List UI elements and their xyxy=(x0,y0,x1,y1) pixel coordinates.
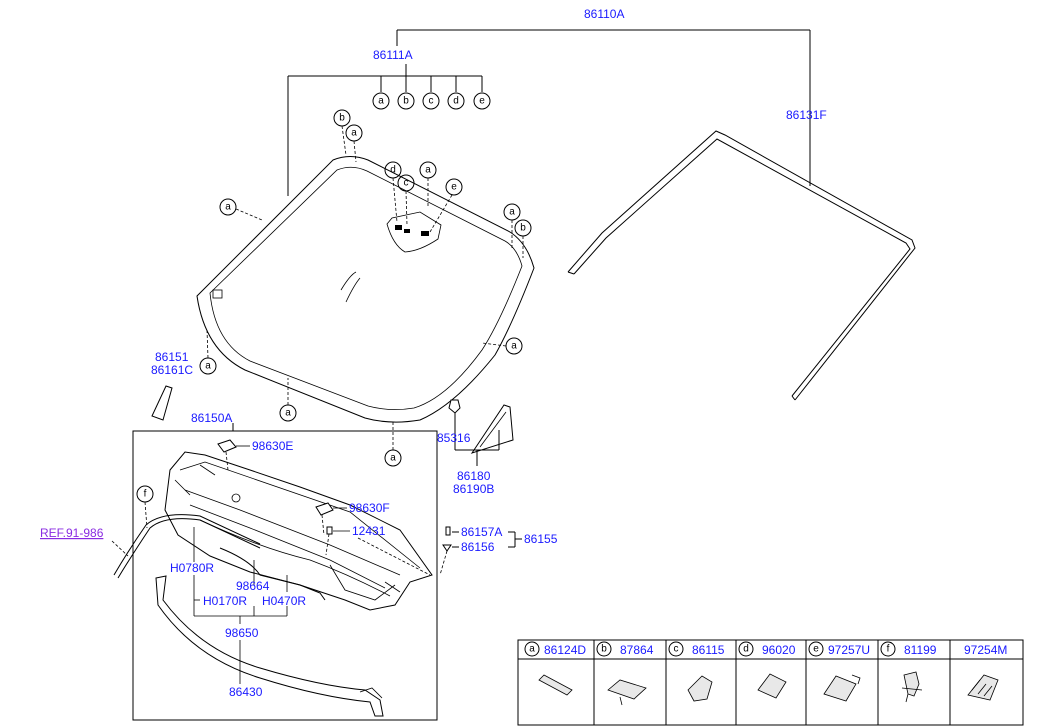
callout-c: c xyxy=(429,96,434,107)
hose-label-lines xyxy=(193,527,326,624)
callout-a: a xyxy=(225,202,231,213)
part-number-86150A[interactable]: 86150A xyxy=(191,411,232,425)
part-number-H0470R[interactable]: H0470R xyxy=(262,594,306,608)
part-number-86131F[interactable]: 86131F xyxy=(786,108,827,122)
legend-part-86124D: 86124D xyxy=(544,643,586,657)
legend-item-97254M[interactable]: 97254M xyxy=(964,643,1007,657)
legend-letter-a: a xyxy=(529,644,535,655)
part-number-86155[interactable]: 86155 xyxy=(524,532,558,546)
legend-part-icons xyxy=(538,671,999,706)
callout-d: d xyxy=(390,165,396,176)
part-number-86151[interactable]: 86151 xyxy=(155,350,189,364)
part-number-86111A[interactable]: 86111A xyxy=(373,48,413,62)
callout-a: a xyxy=(285,408,291,419)
callout-d: d xyxy=(453,96,459,107)
nozzle-98630E-drawing xyxy=(217,439,237,471)
molding-drawing xyxy=(567,130,916,401)
assembly-tree-lines xyxy=(287,29,811,196)
legend-item-e[interactable]: e 97257U xyxy=(808,641,870,657)
windshield-glass-drawing xyxy=(196,156,535,423)
nozzle-98630F-drawing xyxy=(315,502,334,536)
part-number-98664[interactable]: 98664 xyxy=(236,579,270,593)
legend-item-a[interactable]: a 86124D xyxy=(524,641,586,657)
legend-item-f[interactable]: f 81199 xyxy=(880,641,937,657)
callout-a: a xyxy=(509,207,515,218)
callout-a: a xyxy=(351,128,357,139)
callout-f: f xyxy=(144,489,147,500)
part-number-86161C[interactable]: 86161C xyxy=(151,363,193,377)
cowl-panel-drawing xyxy=(164,451,433,611)
part-number-98630E[interactable]: 98630E xyxy=(252,439,293,453)
windshield-callouts: b a d c a e a a b a a a a xyxy=(199,109,532,467)
callout-a: a xyxy=(378,96,384,107)
legend-letter-e: e xyxy=(813,644,819,655)
part-number-85316[interactable]: 85316 xyxy=(437,431,471,445)
legend-part-97257U: 97257U xyxy=(828,643,870,657)
legend-letter-c: c xyxy=(674,644,679,655)
legend-part-97254M: 97254M xyxy=(964,643,1007,657)
callout-row-top: a b c d e xyxy=(372,92,491,110)
part-number-86180[interactable]: 86180 xyxy=(457,469,491,483)
legend-part-81199: 81199 xyxy=(904,643,937,657)
seal-drawing xyxy=(155,575,384,717)
callout-a: a xyxy=(425,165,431,176)
fasteners-drawing xyxy=(439,526,522,576)
callout-a: a xyxy=(511,341,517,352)
part-number-86430[interactable]: 86430 xyxy=(229,685,263,699)
part-number-86110A[interactable]: 86110A xyxy=(584,7,624,21)
screw-12431-drawing xyxy=(325,526,333,556)
legend-part-96020: 96020 xyxy=(762,643,796,657)
legend-table xyxy=(517,639,1024,726)
cowl-box xyxy=(132,423,438,721)
callout-c: c xyxy=(404,178,409,189)
legend-letter-f: f xyxy=(887,644,890,655)
legend-letter-d: d xyxy=(743,644,749,655)
legend-item-c[interactable]: c 86115 xyxy=(668,641,725,657)
part-number-86157A[interactable]: 86157A xyxy=(461,525,502,539)
legend-item-b[interactable]: b 87864 xyxy=(596,641,654,657)
callout-b: b xyxy=(403,96,409,107)
callout-b: b xyxy=(339,113,345,124)
part-number-86190B[interactable]: 86190B xyxy=(453,482,494,496)
callout-a: a xyxy=(205,361,211,372)
bracket-drawing xyxy=(151,385,173,421)
ref-link[interactable]: REF.91-986 xyxy=(40,526,104,540)
washer-hose-drawing: f xyxy=(111,485,261,579)
part-number-98630F[interactable]: 98630F xyxy=(349,501,390,515)
legend-letter-b: b xyxy=(601,644,607,655)
callout-e: e xyxy=(451,182,457,193)
legend-part-87864: 87864 xyxy=(620,643,654,657)
part-number-H0170R[interactable]: H0170R xyxy=(203,594,247,608)
part-number-86156[interactable]: 86156 xyxy=(461,540,495,554)
part-number-98650[interactable]: 98650 xyxy=(225,626,259,640)
cover-parts-drawing xyxy=(448,399,514,466)
legend-item-d[interactable]: d 96020 xyxy=(738,641,796,657)
legend-part-86115: 86115 xyxy=(692,643,725,657)
part-number-12431[interactable]: 12431 xyxy=(352,524,386,538)
part-number-H0780R[interactable]: H0780R xyxy=(170,561,214,575)
callout-a: a xyxy=(390,453,396,464)
callout-e: e xyxy=(479,96,485,107)
callout-b: b xyxy=(520,223,526,234)
